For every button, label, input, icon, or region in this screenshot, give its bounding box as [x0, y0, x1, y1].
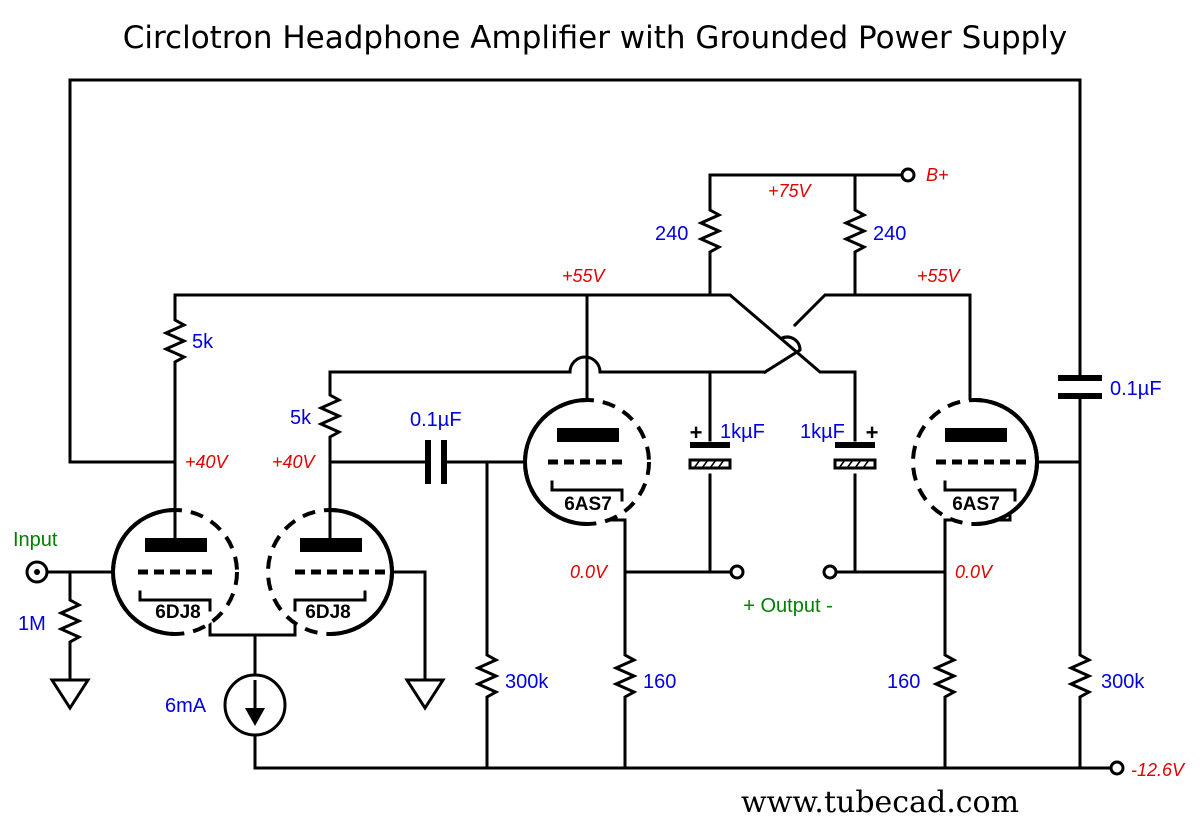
tube-6dj8-left [110, 508, 239, 636]
resistors [57, 203, 1093, 707]
tube-6dj8-right [266, 508, 395, 636]
resistor-240-right [842, 203, 868, 262]
label-r-top-left: 240 [655, 223, 688, 245]
voltage-plate-output-right: +55V [917, 266, 962, 286]
feedback-capacitor [1058, 375, 1102, 399]
label-cap-coupling: 0.1µF [410, 409, 462, 431]
label-cap-out-left: 1kµF [720, 421, 765, 443]
resistor-1m [57, 593, 83, 654]
output-plus-terminal-icon[interactable] [729, 564, 745, 580]
resistor-160-right [932, 648, 958, 707]
tube-label-6as7-left: 6AS7 [564, 494, 612, 515]
website-url: www.tubecad.com [741, 785, 1019, 820]
diagram-title: Circlotron Headphone Amplifier with Grou… [123, 20, 1068, 56]
label-r-plate-right: 5k [290, 407, 312, 429]
label-r-plate-left: 5k [192, 331, 214, 353]
label-cap-out-right: 1kµF [800, 421, 845, 443]
label-r-cath-right: 160 [887, 671, 920, 693]
output-capacitor-right: + [833, 420, 879, 470]
output-capacitor-left: + [688, 420, 732, 470]
voltage-cathode-left: 0.0V [570, 562, 609, 582]
output-label: + Output - [743, 595, 833, 617]
resistor-160-left [612, 648, 638, 707]
ground-symbol-grid [404, 678, 446, 711]
label-r-cath-left: 160 [643, 671, 676, 693]
voltage-b-plus-node: +75V [768, 181, 813, 201]
b-plus-terminal-icon[interactable] [900, 167, 916, 183]
svg-text:+: + [866, 420, 879, 445]
label-r-grid-right: 300k [1101, 671, 1145, 693]
resistor-300k-left [474, 648, 500, 707]
neg-rail-terminal-icon[interactable] [1109, 760, 1125, 776]
resistor-5k-left [162, 313, 188, 370]
input-jack-icon[interactable] [25, 560, 49, 584]
capacitors: + + [425, 375, 1102, 484]
resistor-5k-right [317, 388, 343, 447]
coupling-capacitor [425, 440, 447, 484]
tube-label-6as7-right: 6AS7 [952, 494, 1000, 515]
current-source-symbol [223, 673, 287, 737]
label-r-grid-left: 300k [505, 671, 549, 693]
label-cap-feedback: 0.1µF [1110, 378, 1162, 400]
b-plus-label: B+ [926, 165, 949, 185]
voltage-cathode-right: 0.0V [955, 562, 994, 582]
tube-label-6dj8-right: 6DJ8 [305, 602, 350, 623]
ground-symbol-input [49, 678, 91, 711]
output-minus-terminal-icon[interactable] [822, 564, 838, 580]
resistor-300k-right [1067, 648, 1093, 707]
neg-rail-label: -12.6V [1131, 760, 1186, 780]
voltage-plate-input-left: +40V [185, 452, 230, 472]
label-current-source: 6mA [165, 695, 207, 717]
label-r-top-right: 240 [873, 223, 906, 245]
tube-label-6dj8-left: 6DJ8 [155, 602, 200, 623]
voltage-plate-output-left: +55V [562, 266, 607, 286]
voltage-plate-input-right: +40V [272, 452, 317, 472]
svg-text:+: + [690, 420, 703, 445]
tube-6as7-left [522, 398, 651, 526]
tube-6as7-right [911, 398, 1040, 526]
input-label: Input [13, 529, 58, 551]
label-r-input: 1M [18, 613, 46, 635]
resistor-240-left [697, 203, 723, 262]
